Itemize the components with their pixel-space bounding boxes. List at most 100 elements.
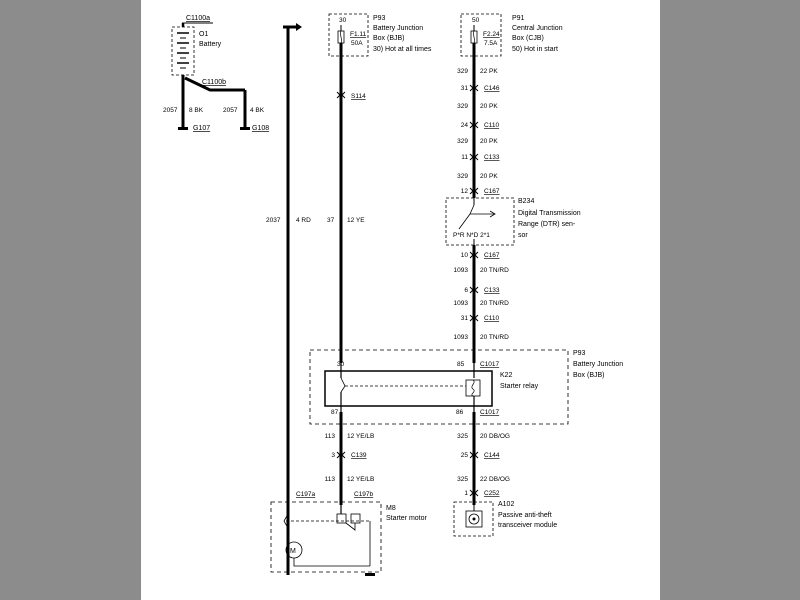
fuse-f2-24: F2.24	[483, 31, 500, 38]
ll-circuit-1: 3	[331, 452, 335, 459]
p93-pin-30: 30	[339, 17, 347, 24]
motor-symbol: M	[290, 548, 296, 555]
relay-conn-bottom: C1017	[480, 409, 500, 416]
rt-connector-1: C146	[484, 85, 500, 92]
relay-pin-87: 87	[331, 409, 339, 416]
rm-circuit-1: 1093	[454, 267, 469, 274]
p93-top-note: 30) Hot at all times	[373, 46, 432, 53]
rt-circuit-7: 12	[461, 188, 469, 195]
ground-icon	[365, 573, 375, 576]
rm-wire-3: 20 TN/RD	[480, 300, 509, 307]
connector-arrow-icon	[469, 121, 479, 129]
g107-circuit: 2057	[163, 107, 178, 114]
wire-37-label: 12 YE	[347, 217, 365, 224]
lr-connector-3: C252	[484, 490, 500, 497]
p93-relay-ref: P93	[573, 350, 586, 357]
rt-connector-5: C133	[484, 154, 500, 161]
battery-connector-label: C1100a	[186, 15, 210, 22]
rt-wire-0: 22 PK	[480, 68, 498, 75]
connector-arrow-icon	[336, 451, 346, 459]
p93-relay-box	[309, 349, 569, 425]
rm-circuit-4: 31	[461, 315, 469, 322]
p91-note: 50) Hot in start	[512, 46, 558, 53]
p91-pin-50: 50	[472, 17, 480, 24]
ll-circuit-2: 113	[325, 476, 336, 483]
fuse-f1-11-amp: 50A	[351, 40, 363, 47]
starter-name: Starter motor	[386, 515, 428, 522]
starter-conn-b: C197b	[354, 491, 374, 498]
p91-name2: Box (CJB)	[512, 35, 544, 42]
battery-icon	[177, 32, 189, 69]
rm-wire-5: 20 TN/RD	[480, 334, 509, 341]
relay-ref: K22	[500, 372, 513, 379]
rt-circuit-6: 329	[457, 173, 468, 180]
diagram-page	[141, 0, 660, 600]
dtr-gear-labels: P*R N*D 2*1	[453, 232, 490, 239]
relay-pin-85: 85	[457, 361, 465, 368]
relay-name: Starter relay	[500, 383, 539, 390]
starter-switch-icon	[283, 513, 289, 529]
rt-circuit-2: 329	[457, 103, 468, 110]
dtr-name3: sor	[518, 232, 528, 239]
rt-connector-3: C110	[484, 122, 499, 129]
battery-wires	[181, 23, 247, 128]
connector-arrow-icon	[336, 91, 346, 99]
ll-connector-1: C139	[351, 452, 367, 459]
rt-connector-7: C167	[484, 188, 500, 195]
rm-connector-2: C133	[484, 287, 500, 294]
starter-conn-a: C197a	[296, 491, 316, 498]
rm-wire-1: 20 TN/RD	[480, 267, 509, 274]
connector-arrow-icon	[469, 314, 479, 322]
rm-circuit-5: 1093	[454, 334, 469, 341]
rm-circuit-2: 6	[464, 287, 468, 294]
p93-top-name2: Box (BJB)	[373, 35, 405, 42]
solenoid-coil-icon	[336, 513, 347, 524]
fuse-f1-11: F1.11	[350, 31, 367, 38]
connector-arrow-icon	[469, 251, 479, 259]
lr-circuit-3: 1	[464, 490, 468, 497]
lr-connector-1: C144	[484, 452, 500, 459]
g108-label: G108	[252, 125, 269, 132]
dtr-sensor: P*R N*D 2*1	[445, 197, 515, 246]
p93-top-ref: P93	[373, 15, 386, 22]
pats-module	[453, 501, 494, 537]
rm-connector-4: C110	[484, 315, 499, 322]
lr-wire-2: 22 DB/OG	[480, 476, 510, 483]
g107-label: G107	[193, 125, 210, 132]
p93-relay-name2: Box (BJB)	[573, 372, 605, 379]
dtr-name1: Digital Transmission	[518, 210, 581, 217]
rm-circuit-3: 1093	[454, 300, 469, 307]
wire-37-circuit: 37	[327, 217, 335, 224]
relay-conn-top: C1017	[480, 361, 500, 368]
wire-2037-circuit: 2037	[266, 217, 281, 224]
rt-wire-2: 20 PK	[480, 103, 498, 110]
starter-ref: M8	[386, 505, 396, 512]
splice-s114: S114	[351, 93, 366, 100]
battery-ref: O1	[199, 31, 208, 38]
battery-name: Battery	[199, 41, 222, 48]
dtr-name2: Range (DTR) sen-	[518, 221, 576, 228]
c1100b-label: C1100b	[202, 79, 226, 86]
pats-name2: transceiver module	[498, 522, 557, 529]
connector-arrow-icon	[469, 153, 479, 161]
connector-arrow-icon	[469, 187, 479, 195]
rt-circuit-0: 329	[457, 68, 468, 75]
connector-arrow-icon	[469, 451, 479, 459]
g107-wire: 8 BK	[189, 107, 204, 114]
rt-wire-6: 20 PK	[480, 173, 498, 180]
fuse-icon	[340, 30, 342, 44]
rt-circuit-1: 31	[461, 85, 469, 92]
connector-arrow-icon	[469, 286, 479, 294]
lr-circuit-1: 25	[461, 452, 469, 459]
relay-pin-30: 30	[337, 361, 345, 368]
rt-wire-4: 20 PK	[480, 138, 498, 145]
p93-top-name1: Battery Junction	[373, 25, 423, 32]
p93-relay-name1: Battery Junction	[573, 361, 623, 368]
rt-circuit-3: 24	[461, 122, 469, 129]
starter-motor: M	[270, 501, 382, 576]
wire-2037	[286, 27, 290, 575]
